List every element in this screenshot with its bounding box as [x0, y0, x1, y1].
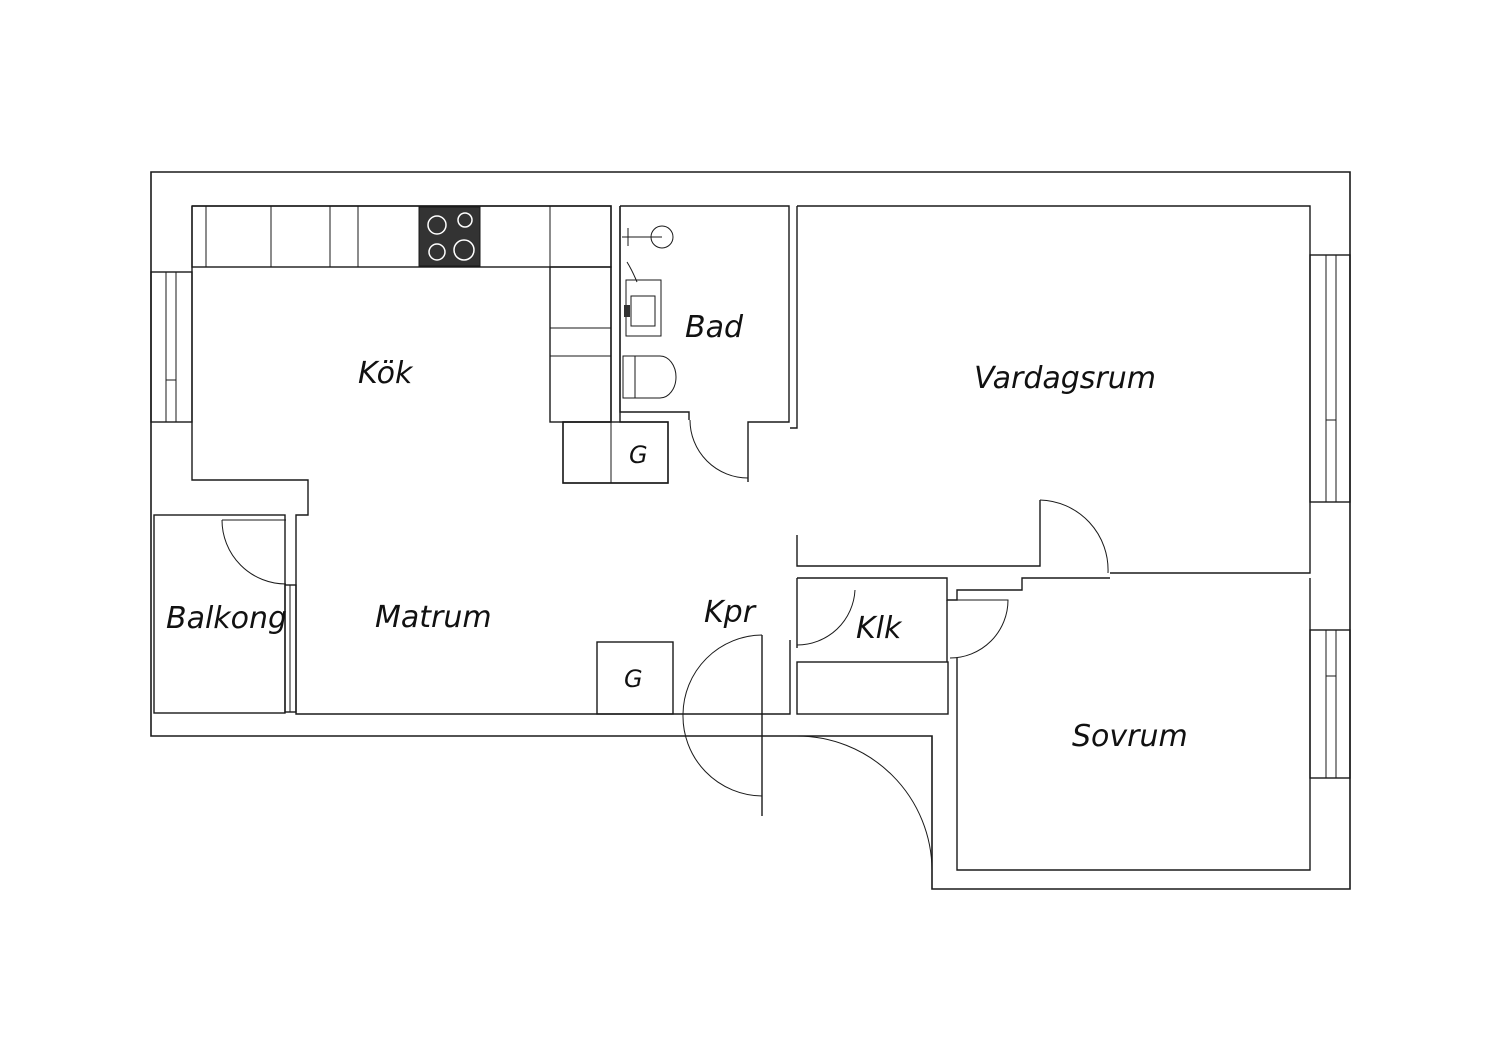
- closet-label: Klk: [856, 611, 903, 646]
- outer-wall: [150, 171, 1351, 890]
- kitchen-cabinet: [562, 421, 669, 484]
- balcony: [153, 514, 297, 714]
- dining-cabinet: [596, 641, 674, 715]
- closet: [796, 577, 1110, 715]
- hall-label: Kpr: [704, 595, 757, 630]
- dining-cabinet-label: G: [624, 665, 643, 693]
- living-room-label: Vardagsrum: [974, 361, 1156, 396]
- bedroom-label: Sovrum: [1072, 719, 1188, 754]
- sink-icon: [624, 261, 662, 337]
- shower-icon: [622, 225, 674, 249]
- dining-label: Matrum: [375, 600, 492, 635]
- bath-label: Bad: [685, 310, 744, 345]
- living-room-window: [1309, 254, 1351, 503]
- balcony-label: Balkong: [166, 601, 287, 636]
- toilet-icon: [622, 355, 677, 399]
- kitchen-cabinet-label: G: [629, 441, 648, 469]
- entrance-door: [682, 634, 933, 871]
- kitchen-label: Kök: [358, 356, 414, 391]
- living-room-door: [1039, 499, 1109, 574]
- kitchen-counter: [191, 205, 612, 423]
- kitchen-window: [150, 271, 193, 423]
- bathroom: [619, 205, 790, 482]
- bedroom: [956, 578, 1351, 871]
- stove-icon: [418, 206, 481, 267]
